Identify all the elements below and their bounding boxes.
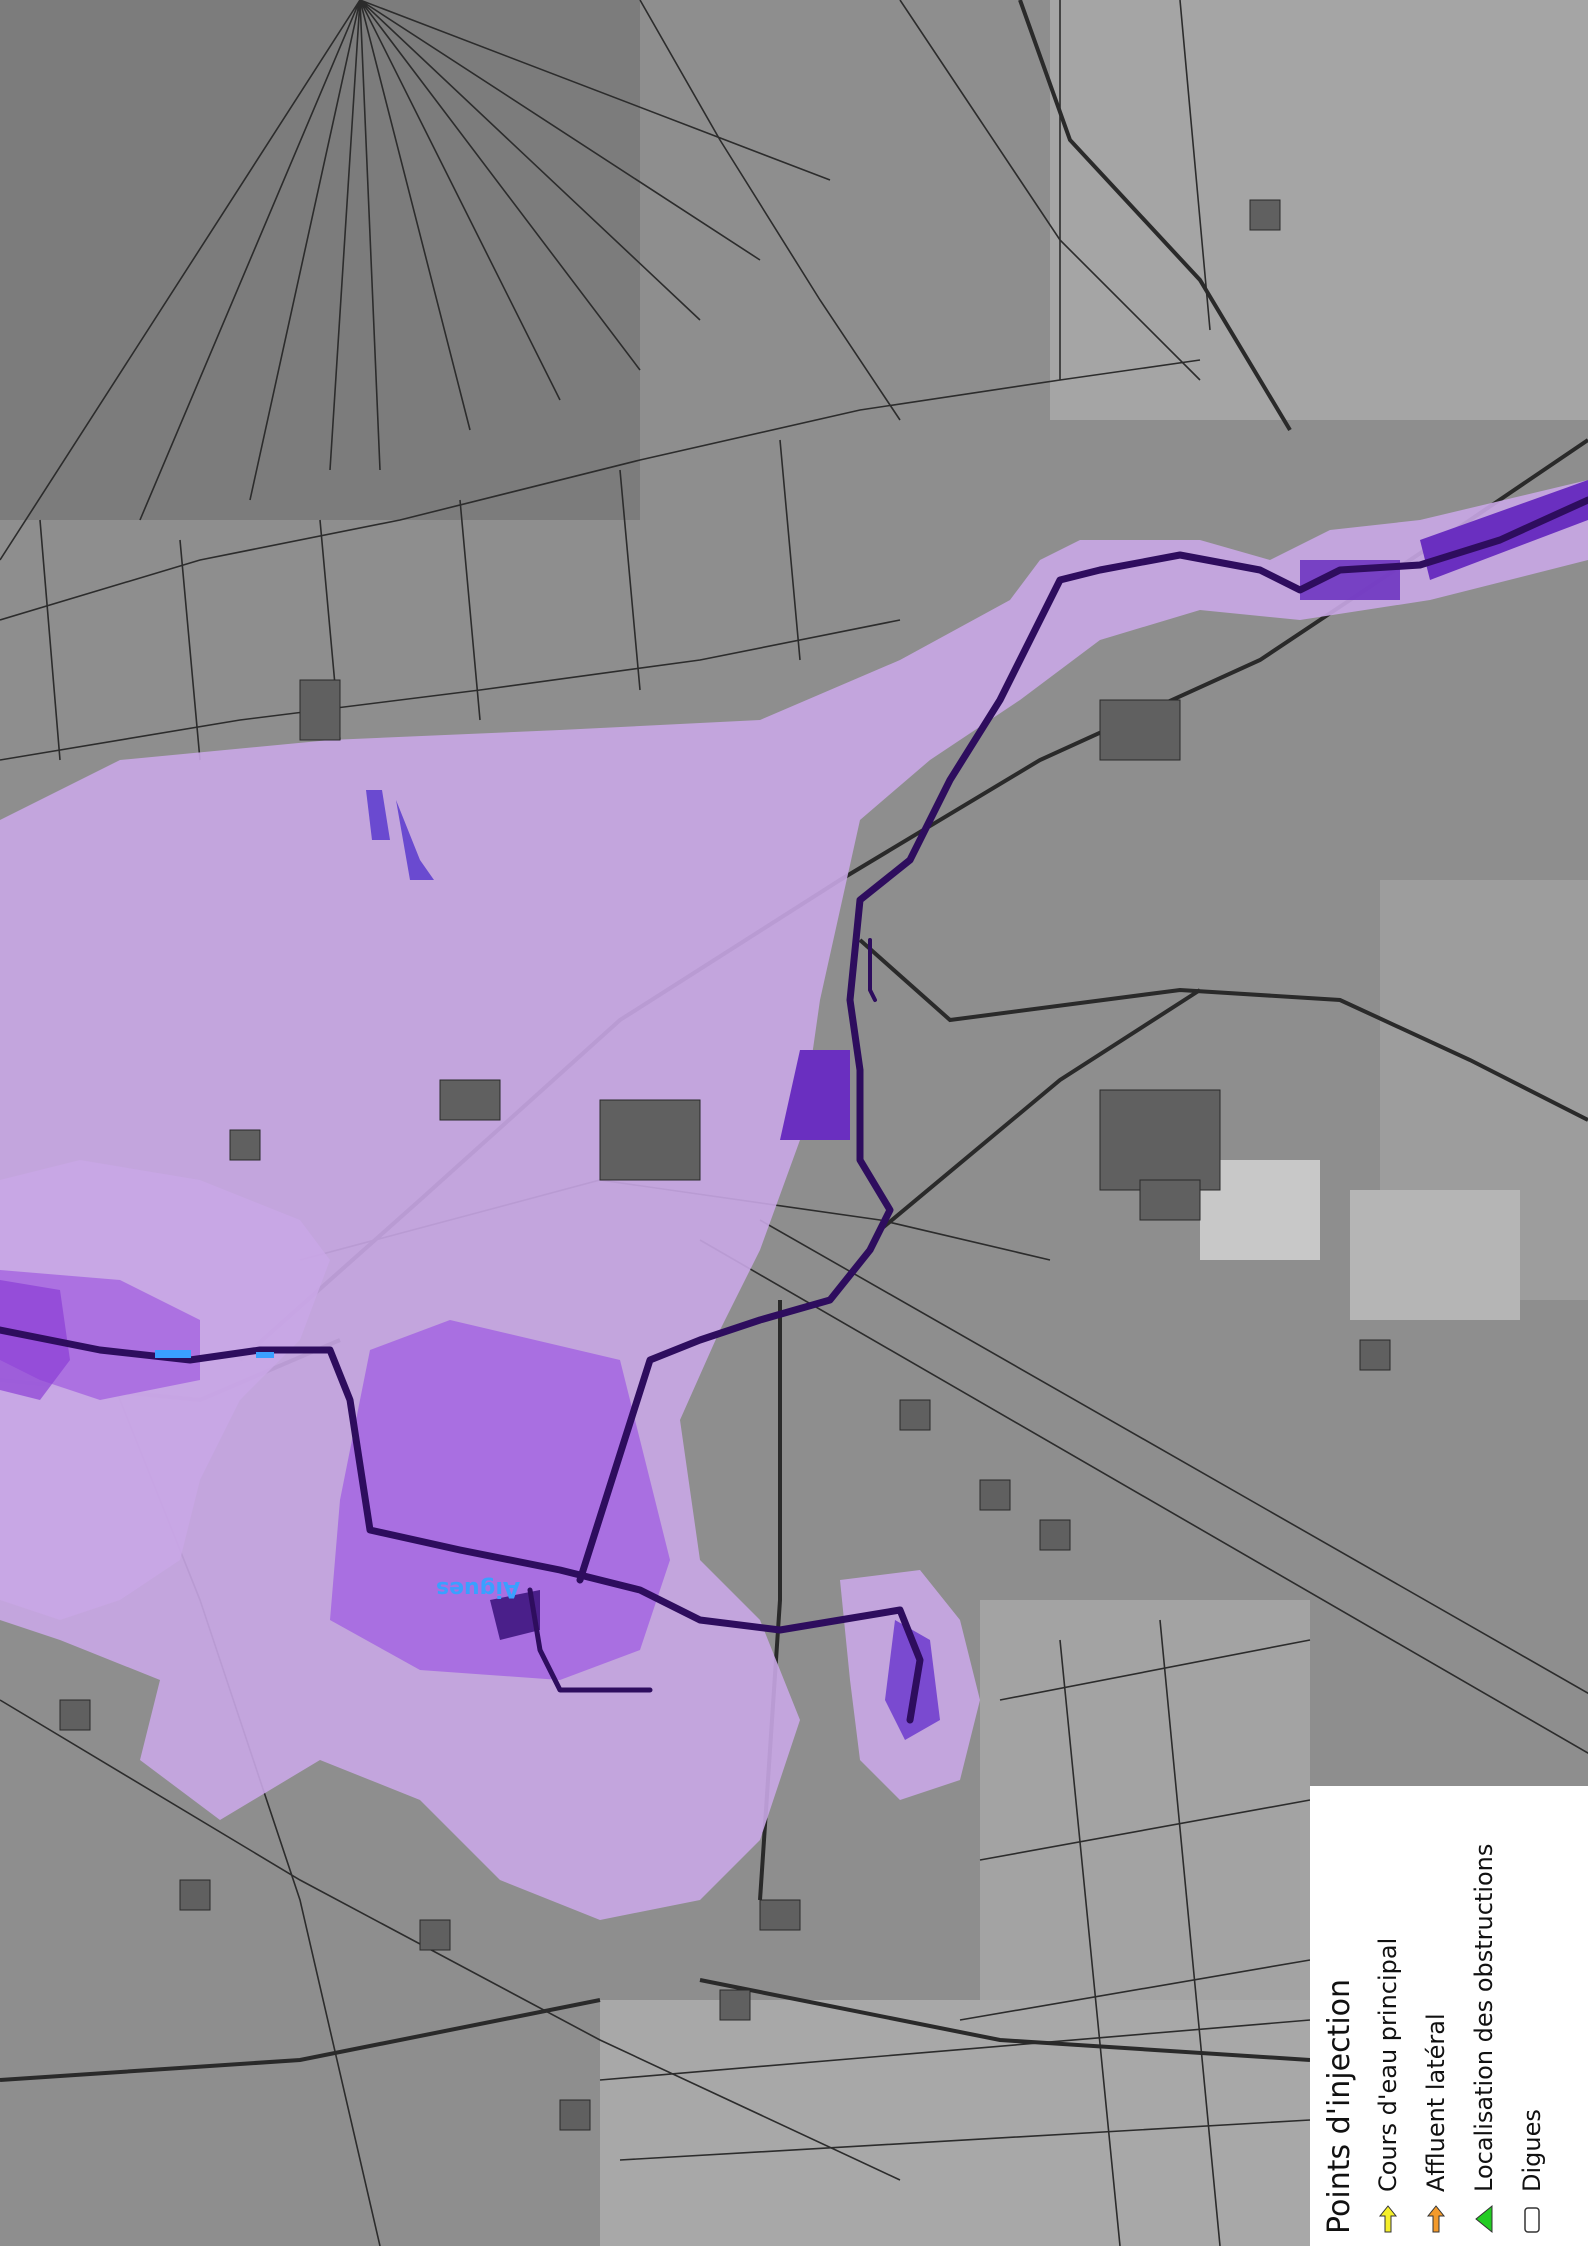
forest-area (0, 0, 640, 520)
tributary-south (527, 1587, 653, 1693)
legend-panel: Points d'injection Cours d'eau principal… (1310, 1786, 1588, 2246)
legend-item-dikes: Digues (1514, 2109, 1550, 2234)
main-river (0, 1326, 924, 1724)
tributary-center (576, 496, 1588, 1584)
flood-zone-pond (490, 1590, 540, 1640)
flood-zone-low-west (0, 1160, 330, 1620)
flood-zone-east-channel (885, 1620, 940, 1740)
yellow-arrow-icon (1378, 2205, 1398, 2233)
flood-zone-mid-center (330, 1320, 670, 1680)
legend-title: Points d'injection (1322, 1978, 1357, 2234)
legend-item-obstructions: Localisation des obstructions (1466, 1844, 1502, 2234)
channel-north (868, 938, 877, 1002)
flood-zones (0, 480, 1588, 1920)
field-top-right (1050, 0, 1588, 420)
legend-label-main-river: Cours d'eau principal (1374, 1937, 1402, 2192)
dike-segment-2 (256, 1352, 274, 1358)
field-bottom (600, 2000, 1310, 2246)
legend-item-main-river: Cours d'eau principal (1370, 1938, 1406, 2234)
green-triangle-icon (1475, 2204, 1493, 2234)
buildings (59, 199, 1391, 2131)
river-lines (0, 496, 1588, 1724)
legend-item-tributary: Affluent latéral (1418, 2013, 1454, 2234)
river-label: Aigues (436, 1576, 520, 1601)
dike-segment (155, 1350, 191, 1358)
legend-label-obstructions: Localisation des obstructions (1470, 1843, 1498, 2192)
legend-label-tributary: Affluent latéral (1422, 2013, 1450, 2192)
flood-zone-bar-1 (366, 790, 390, 840)
orange-arrow-icon (1426, 2205, 1446, 2233)
legend-label-dikes: Digues (1518, 2109, 1546, 2192)
flood-zone-bar-2 (396, 800, 434, 880)
dike-box-icon (1524, 2207, 1540, 2233)
flood-zone-basin (780, 1050, 850, 1140)
field-stadium (1350, 1190, 1520, 1320)
